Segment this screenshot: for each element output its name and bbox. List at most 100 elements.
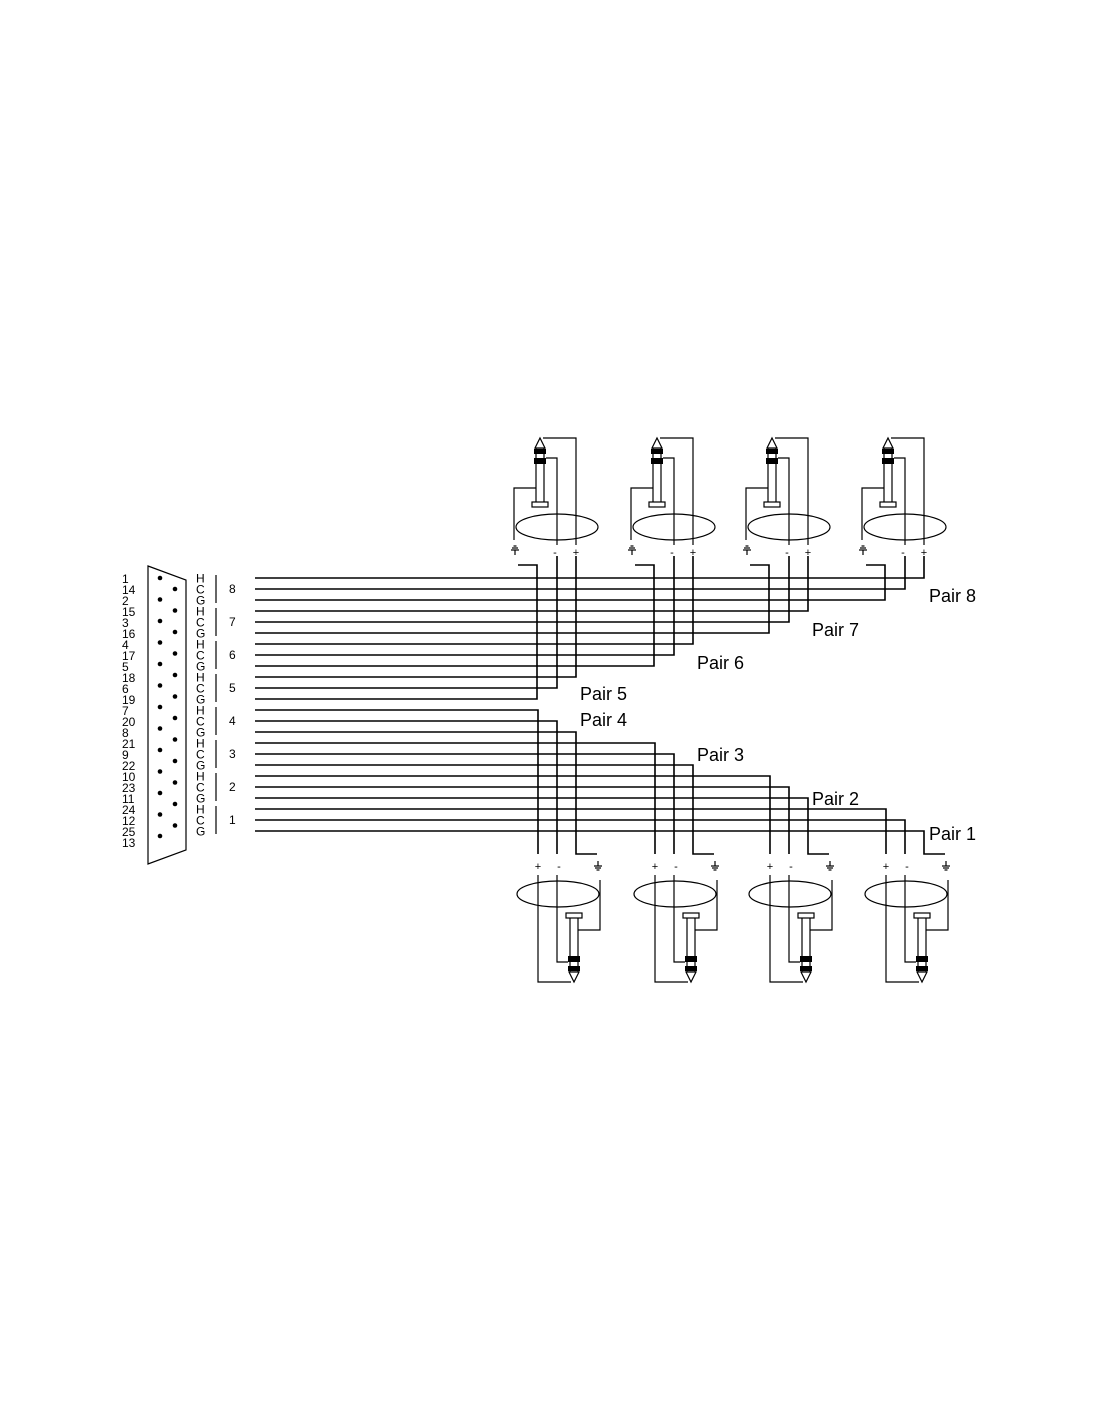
- pin-label-17: 17: [122, 649, 136, 663]
- db25-pin-dot: [172, 608, 178, 613]
- trs-jack-bottom-3: +-: [633, 861, 719, 984]
- db25-pin-dot: [172, 823, 178, 828]
- polarity-plus: +: [535, 861, 541, 873]
- cable-shield-ellipse: [748, 880, 832, 908]
- pin-label-15: 15: [122, 605, 136, 619]
- wires: [255, 556, 945, 855]
- jack-tip-wire: [769, 875, 803, 983]
- signal-letter: G: [196, 693, 205, 707]
- jack-tip-wire: [775, 437, 809, 545]
- plug-sleeve-base: [763, 501, 781, 508]
- plug-sleeve-base: [682, 912, 700, 919]
- bottom-jacks: +-+-+-+-: [516, 861, 950, 984]
- plug-tip: [800, 971, 812, 984]
- jack-ring-wire: [894, 457, 906, 545]
- jack-sleeve-wire: [695, 880, 718, 931]
- wire-hot: [255, 775, 771, 854]
- pair-label-8: Pair 8: [929, 586, 976, 606]
- jack-ring-wire: [663, 457, 675, 545]
- db25-pin-dot: [172, 758, 178, 764]
- plug-tip: [685, 971, 697, 984]
- wire-cold: [255, 753, 675, 854]
- trs-jack-top-5: -+: [511, 436, 599, 559]
- plug-ring: [651, 449, 663, 454]
- signal-letter: H: [196, 770, 205, 784]
- signal-letter: H: [196, 638, 205, 652]
- wire-ground: [255, 731, 597, 855]
- wire-hot: [255, 556, 577, 678]
- db25-pin-dot: [157, 597, 163, 602]
- polarity-plus: +: [652, 861, 658, 873]
- signal-letter: C: [196, 748, 205, 762]
- jack-sleeve-wire: [810, 880, 833, 931]
- pair-label-7: Pair 7: [812, 620, 859, 640]
- plug-ring: [800, 966, 812, 971]
- signal-letter: C: [196, 682, 205, 696]
- plug-ring: [766, 458, 778, 464]
- trs-jack-top-6: -+: [628, 436, 716, 559]
- pin-label-11: 11: [122, 792, 135, 806]
- ground-icon: [859, 545, 867, 555]
- pin-label-5: 5: [122, 660, 129, 674]
- channel-number-5: 5: [229, 681, 236, 695]
- db25-pin-dot: [172, 651, 178, 656]
- db25-pin-dot: [157, 640, 163, 645]
- plug-sleeve-base: [913, 912, 931, 919]
- ground-icon: [826, 861, 834, 871]
- signal-letter: C: [196, 649, 205, 663]
- pin-label-20: 20: [122, 715, 136, 729]
- jack-sleeve-wire: [926, 880, 949, 931]
- polarity-plus: +: [883, 861, 889, 873]
- jack-tip-wire: [891, 437, 925, 545]
- cable-shield-ellipse: [516, 880, 600, 908]
- signal-letter: C: [196, 715, 205, 729]
- pair-label-5: Pair 5: [580, 684, 627, 704]
- signal-letter: H: [196, 704, 205, 718]
- pin-label-23: 23: [122, 781, 136, 795]
- pin-label-4: 4: [122, 638, 129, 652]
- pin-label-12: 12: [122, 814, 136, 828]
- cable-shield-ellipse: [864, 880, 948, 908]
- polarity-minus: -: [785, 547, 789, 559]
- db25-pin-dot: [157, 747, 163, 753]
- jack-ring-wire: [673, 875, 685, 963]
- wire-cold: [255, 819, 906, 854]
- jack-sleeve-wire: [578, 880, 601, 931]
- wire-hot: [255, 556, 694, 645]
- plug-ring: [916, 966, 928, 971]
- db25-pin-dot: [157, 661, 163, 667]
- wire-ground: [255, 564, 886, 601]
- plug-tip: [651, 436, 663, 449]
- jack-ring-wire: [788, 875, 800, 963]
- db25-pin-dot: [157, 618, 163, 624]
- db25-pin-dot: [157, 812, 163, 817]
- trs-jack-bottom-4: +-: [516, 861, 602, 984]
- plug-tip: [916, 971, 928, 984]
- pin-number-column: 1142153164175186197208219221023112412251…: [122, 572, 136, 850]
- plug-shaft: [535, 447, 545, 505]
- db25-pin-dot: [172, 694, 178, 699]
- db25-pin-dot: [172, 629, 178, 635]
- channel-number-2: 2: [229, 780, 236, 794]
- wire-cold: [255, 556, 675, 656]
- plug-ring: [766, 449, 778, 454]
- pin-label-25: 25: [122, 825, 136, 839]
- jack-ring-wire: [778, 457, 790, 545]
- plug-ring: [916, 956, 928, 962]
- plug-ring: [685, 966, 697, 971]
- jack-tip-wire: [660, 437, 694, 545]
- wire-ground: [255, 830, 945, 855]
- signal-letter: G: [196, 726, 205, 740]
- polarity-minus: -: [557, 861, 561, 873]
- plug-sleeve-base: [565, 912, 583, 919]
- wire-cold: [255, 556, 906, 590]
- wire-hot: [255, 556, 925, 579]
- trs-jack-bottom-2: +-: [748, 861, 834, 984]
- trs-jack-top-8: -+: [859, 436, 947, 559]
- plug-sleeve-base: [648, 501, 666, 508]
- pair-label-1: Pair 1: [929, 824, 976, 844]
- db25-pin-dot: [157, 575, 163, 581]
- pin-label-22: 22: [122, 759, 136, 773]
- ground-icon: [711, 861, 719, 871]
